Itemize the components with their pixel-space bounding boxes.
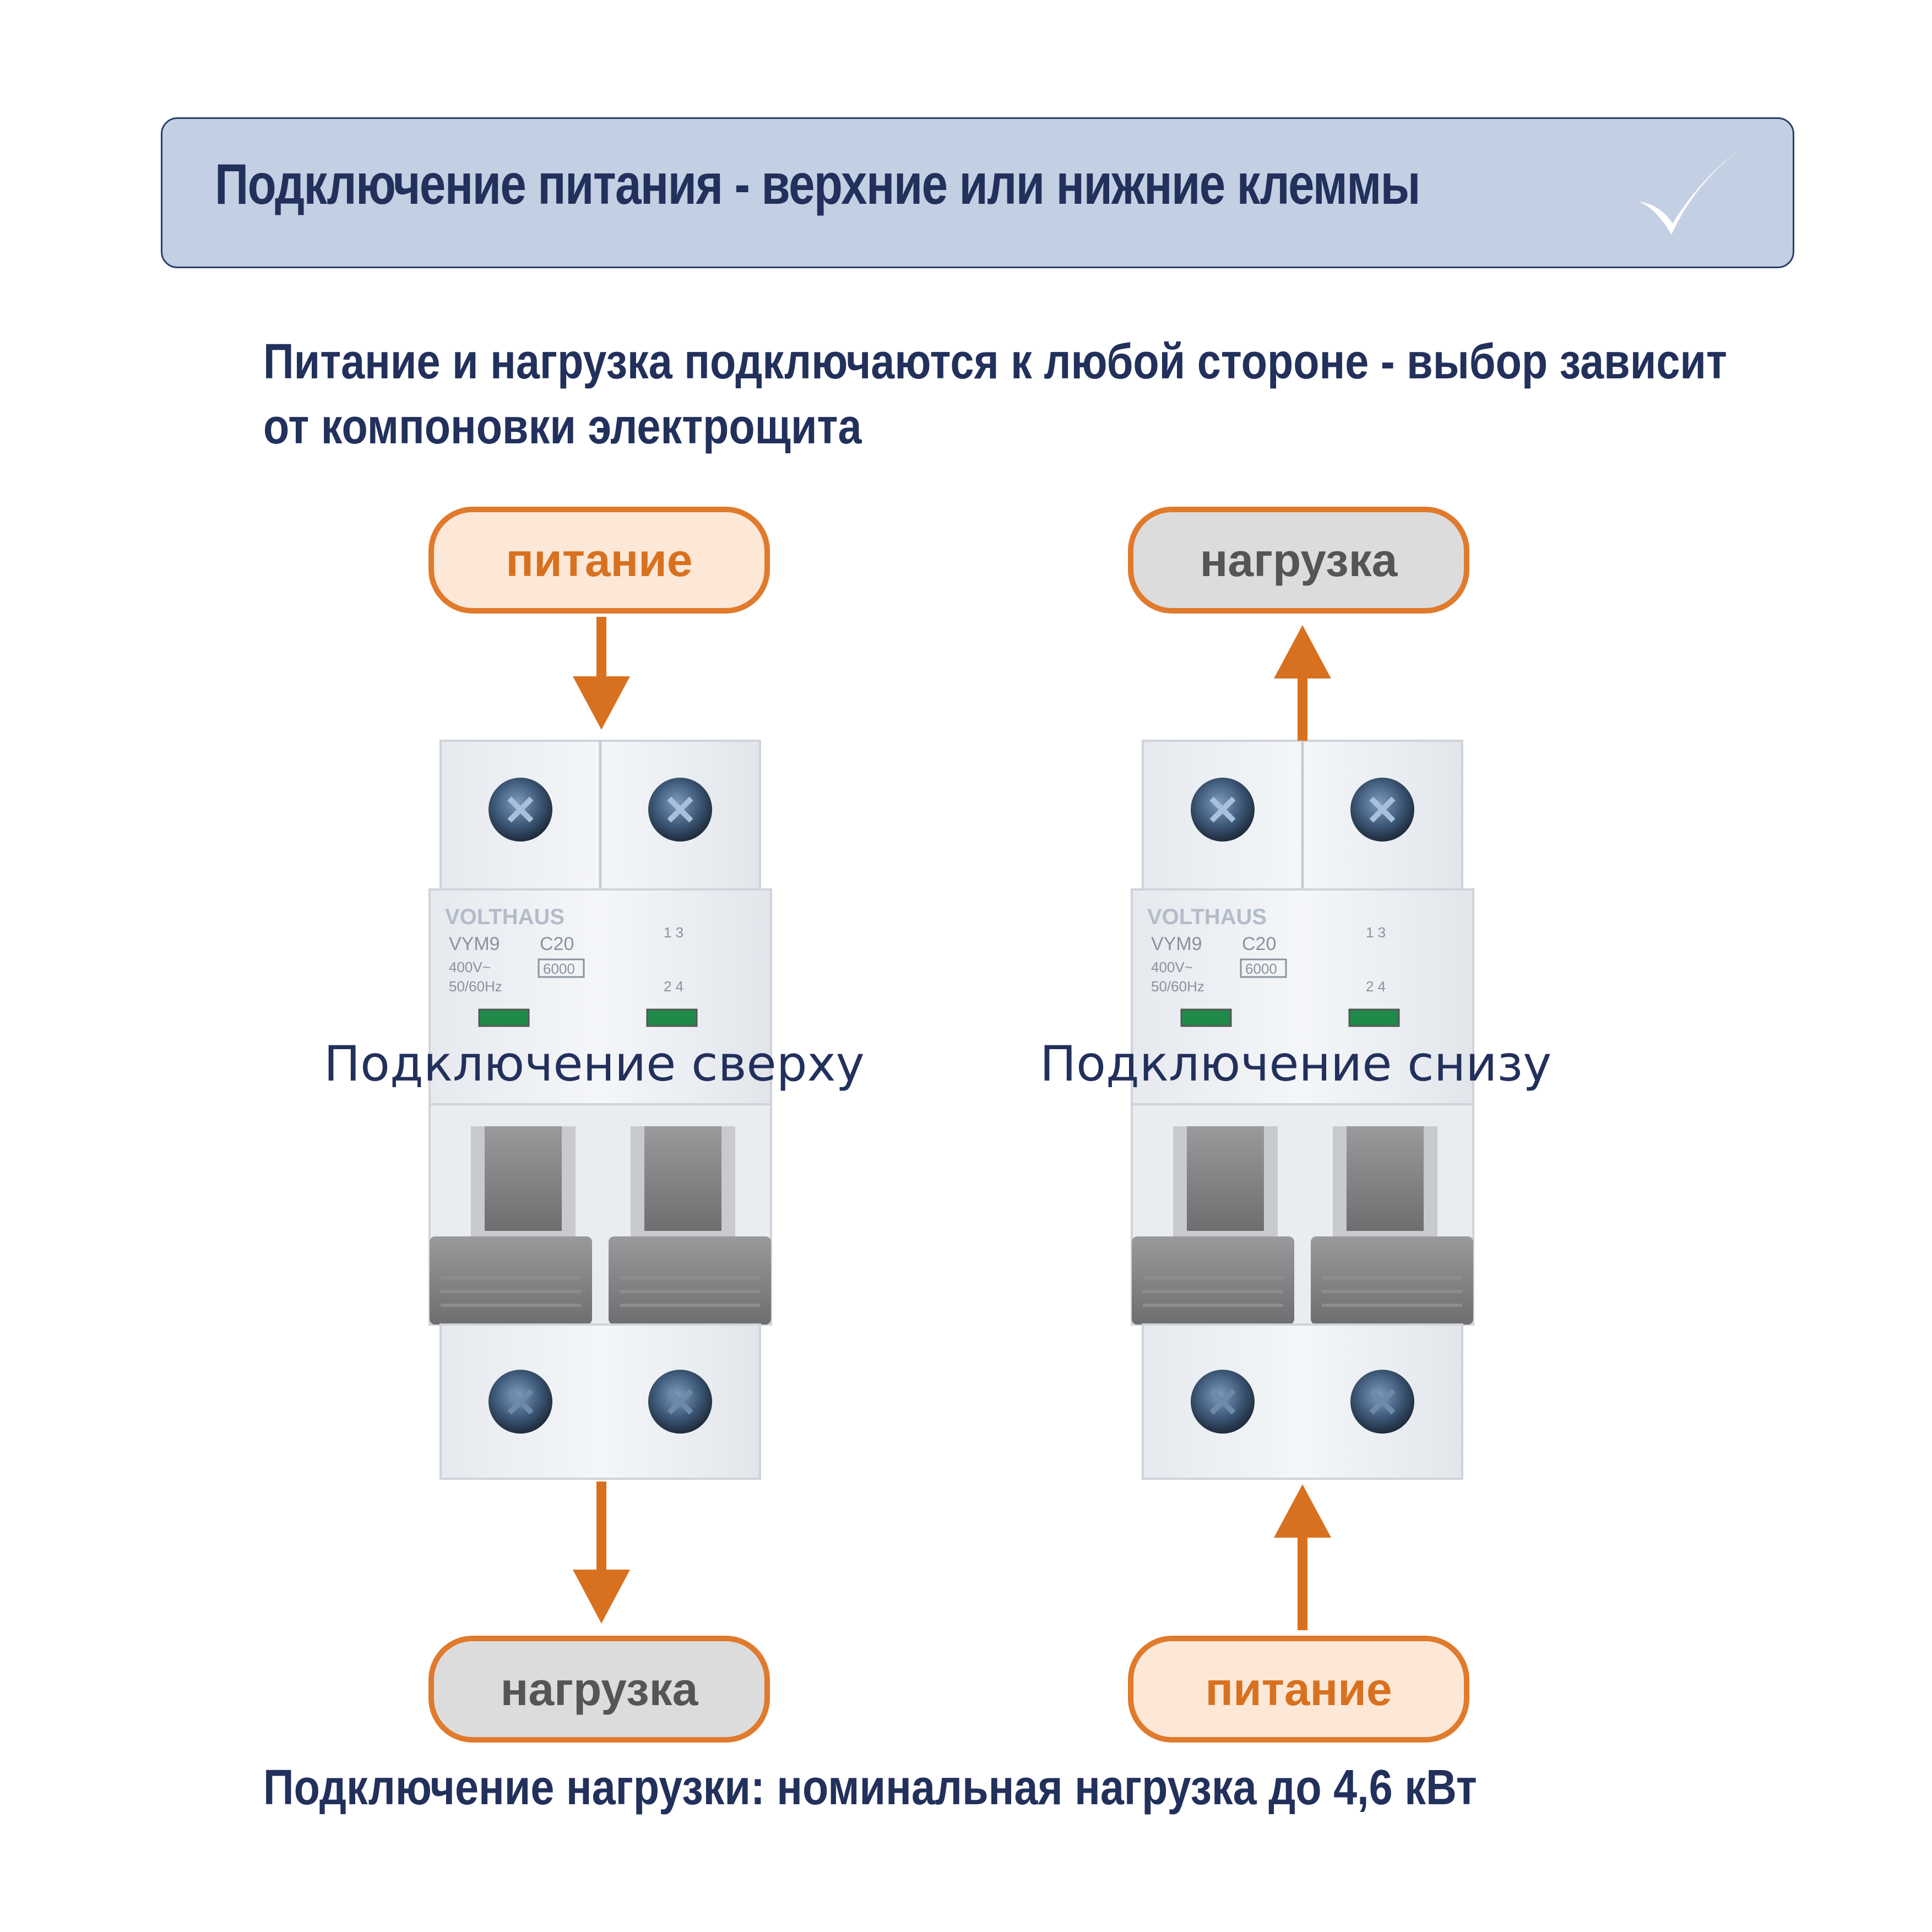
right-top-load-label: нагрузка (1128, 507, 1469, 614)
subtitle: Питание и нагрузка подключаются к любой … (263, 329, 1727, 459)
subtitle-line-2: от компоновки электрощита (263, 399, 862, 454)
subtitle-line-1: Питание и нагрузка подключаются к любой … (263, 334, 1727, 389)
rating-label: C20 (540, 934, 574, 954)
arrow-right-top-up (1274, 625, 1331, 741)
capacity-label: 6000 (543, 960, 575, 977)
breaker-right (1132, 741, 1473, 1479)
terminal-bottom-label: 2 4 (1366, 978, 1386, 995)
load-note: Подключение нагрузки: номинальная нагруз… (263, 1760, 1477, 1815)
arrow-left-top-down (573, 617, 630, 730)
arrow-left-bottom-down (573, 1481, 630, 1624)
breaker-left (430, 741, 771, 1479)
model-label: VYM9 (449, 934, 500, 954)
caption-bottom-connection: Подключение снизу (1040, 1035, 1552, 1092)
terminal-top-label: 1 3 (664, 924, 683, 941)
header-banner: Подключение питания - верхние или нижние… (161, 117, 1794, 268)
capacity-label: 6000 (1245, 960, 1277, 977)
page-title: Подключение питания - верхние или нижние… (215, 153, 1420, 216)
terminal-top-label: 1 3 (1366, 924, 1386, 941)
voltage-label: 400V~ (449, 959, 491, 975)
model-label: VYM9 (1151, 934, 1202, 954)
caption-top-connection: Подключение сверху (324, 1035, 865, 1092)
terminal-bottom-label: 2 4 (664, 978, 683, 995)
brand-label: VOLTHAUS (1147, 905, 1267, 929)
voltage-label: 400V~ (1151, 959, 1193, 975)
left-bottom-load-label: нагрузка (428, 1636, 770, 1743)
left-top-power-label: питание (428, 507, 770, 614)
breaker-right-markings: VOLTHAUS VYM9 C20 400V~ 50/60Hz 6000 1 3… (1147, 905, 1386, 995)
breaker-left-markings: VOLTHAUS VYM9 C20 400V~ 50/60Hz 6000 1 3… (445, 905, 683, 995)
brand-label: VOLTHAUS (445, 905, 565, 929)
frequency-label: 50/60Hz (1151, 978, 1204, 995)
rating-label: C20 (1242, 934, 1276, 954)
right-bottom-power-label: питание (1128, 1636, 1469, 1743)
frequency-label: 50/60Hz (449, 978, 502, 995)
arrow-right-bottom-up (1274, 1484, 1331, 1630)
